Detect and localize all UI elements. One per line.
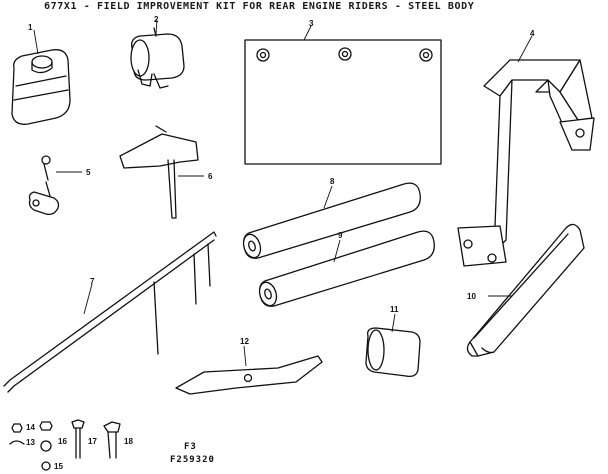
part-5-fitting — [28, 155, 82, 216]
callout-11: 11 — [390, 305, 399, 314]
part-9-foam-tube — [258, 230, 435, 307]
callout-13: 13 — [26, 438, 35, 447]
figure-number: F259320 — [170, 455, 215, 465]
part-2-solenoid — [130, 19, 185, 89]
diagram-title: 677X1 - FIELD IMPROVEMENT KIT FOR REAR E… — [44, 1, 475, 12]
callout-4: 4 — [530, 29, 535, 38]
callout-10: 10 — [467, 292, 476, 301]
part-1-tank-cover — [11, 29, 71, 125]
part-8-foam-tube — [242, 182, 421, 259]
part-3-mat — [244, 25, 442, 165]
part-12-blade — [175, 345, 323, 395]
callout-17: 17 — [88, 437, 97, 446]
callout-6: 6 — [208, 172, 213, 181]
part-4-bracket — [457, 35, 595, 267]
part-11-sleeve — [365, 313, 421, 378]
callout-8: 8 — [330, 177, 335, 186]
callout-1: 1 — [28, 23, 33, 32]
callout-18: 18 — [124, 437, 133, 446]
part-6-lever — [119, 125, 204, 219]
hardware-parts — [9, 419, 121, 471]
callout-15: 15 — [54, 462, 63, 471]
figure-label: F3 — [184, 442, 197, 452]
callout-9: 9 — [338, 231, 343, 240]
callout-12: 12 — [240, 337, 249, 346]
callout-3: 3 — [309, 19, 314, 28]
part-7-rod — [3, 231, 217, 393]
callout-14: 14 — [26, 423, 35, 432]
callout-2: 2 — [154, 15, 159, 24]
callout-16: 16 — [58, 437, 67, 446]
callout-7: 7 — [90, 277, 95, 286]
part-10-channel — [466, 223, 585, 357]
callout-5: 5 — [86, 168, 91, 177]
